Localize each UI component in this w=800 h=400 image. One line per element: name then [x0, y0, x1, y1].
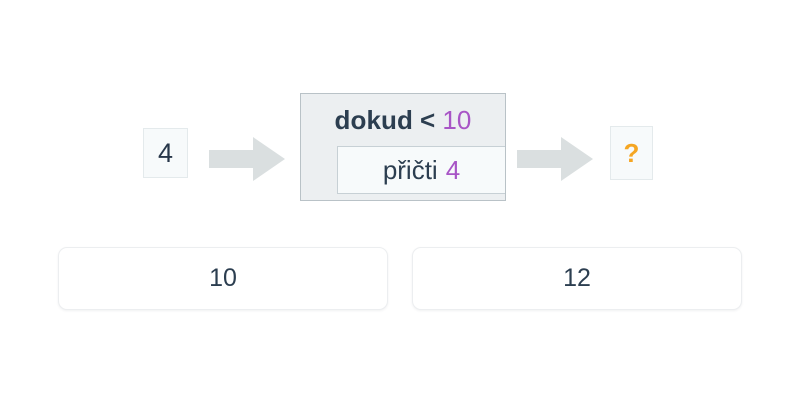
answer-options: 10 12	[58, 247, 742, 310]
loop-condition: dokud < 10	[301, 94, 505, 146]
output-value-box: ?	[610, 126, 653, 180]
loop-body-statement: přičti 4	[337, 146, 505, 194]
loop-keyword: dokud	[334, 104, 414, 135]
loop-block: dokud < 10 přičti 4	[300, 93, 506, 201]
input-value-box: 4	[143, 128, 188, 178]
answer-option-label: 10	[209, 264, 237, 292]
answer-option-0[interactable]: 10	[58, 247, 388, 310]
statement-keyword: přičti	[382, 154, 438, 185]
arrow-right-icon	[209, 137, 285, 181]
loop-limit-value: 10	[442, 104, 472, 135]
statement-amount-value: 4	[445, 154, 461, 185]
question-mark-icon: ?	[623, 138, 640, 168]
answer-option-label: 12	[563, 264, 591, 292]
arrow-right-icon	[517, 137, 593, 181]
loop-operator: <	[420, 104, 436, 135]
input-value-text: 4	[157, 137, 174, 168]
answer-option-1[interactable]: 12	[412, 247, 742, 310]
program-diagram: 4 dokud < 10 přičti 4	[0, 93, 800, 203]
